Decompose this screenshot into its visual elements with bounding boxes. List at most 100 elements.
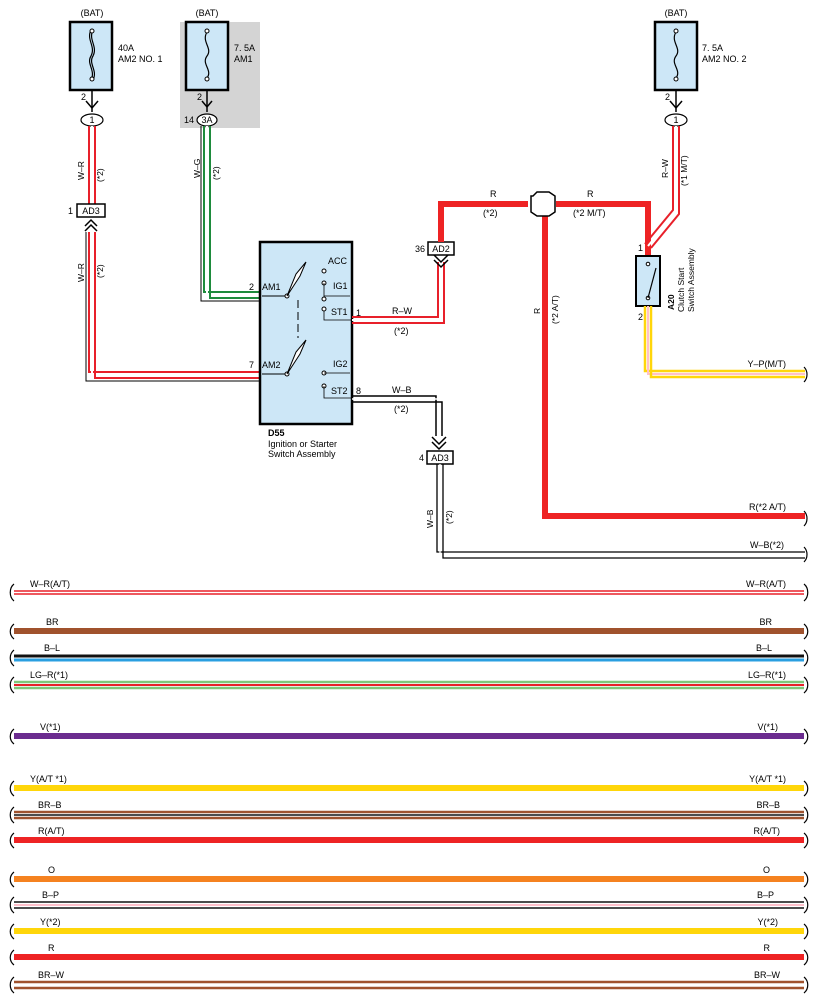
bus-bl-left: B–L: [44, 643, 60, 653]
d55-term-acc: ACC: [328, 256, 348, 266]
wire-r-right-label: R: [587, 189, 594, 199]
wire-yp: Y–P(M/T): [643, 306, 808, 383]
bus-o: O O: [14, 865, 804, 882]
bus-y2: Y(*2) Y(*2): [14, 917, 804, 934]
bus-r-at: R(A/T) R(A/T): [14, 826, 804, 843]
bus-y2-right: Y(*2): [757, 917, 778, 927]
bus-wr-at: W–R(A/T) W–R(A/T): [14, 579, 804, 595]
bus-r-right: R: [764, 943, 771, 953]
wire-wb-st2-label: W–B: [392, 385, 412, 395]
wire-r-2at-label: R(*2 A/T): [749, 502, 786, 512]
wire-wb-vert-note: (*2): [444, 510, 454, 524]
wire-rw-st1-note: (*2): [394, 326, 409, 336]
bus-brw-right: BR–W: [754, 970, 781, 980]
connector-ad3-top-id: AD3: [82, 206, 100, 216]
d55-term-ig1: IG1: [333, 281, 348, 291]
wire-rw-right-label: R–W: [660, 159, 670, 178]
bus-r-left: R: [48, 943, 55, 953]
fuse-am1-rating: 7. 5A: [234, 43, 255, 53]
fuse-am1-connector-pin: 14: [184, 115, 194, 125]
fuse-am2-no2-source: (BAT): [665, 8, 688, 18]
bus-wr-at-right: W–R(A/T): [746, 579, 786, 589]
fuse-am2-no1-source: (BAT): [81, 8, 104, 18]
bus-o-right: O: [763, 865, 770, 875]
d55-id: D55: [268, 428, 285, 438]
wire-wr-top: W–R (*2): [76, 126, 105, 204]
connector-ad2-pin: 36: [415, 244, 425, 254]
connector-ad3-bottom-pin: 4: [419, 453, 424, 463]
connector-3a: 3A: [201, 115, 212, 125]
bus-v: V(*1) V(*1): [14, 722, 804, 739]
wire-wb-vert: W–B (*2) W–B(*2): [425, 464, 808, 563]
connector-ad2-id: AD2: [432, 244, 450, 254]
bus-bl: B–L B–L: [14, 643, 804, 662]
wire-r-vert-label: R: [532, 308, 542, 314]
wire-r-main: R (*2) R (*2 M/T) R (*2 A/T) R(*2 A/T): [438, 189, 805, 519]
d55-term-st2: ST2: [331, 386, 348, 396]
wire-r-left-label: R: [490, 189, 497, 199]
wire-r-right-note: (*2 M/T): [573, 208, 606, 218]
fuse-am2-no2-rating: 7. 5A: [702, 43, 723, 53]
wire-wb-vert-label: W–B: [425, 509, 435, 528]
bus-o-left: O: [48, 865, 55, 875]
wire-wr-mid-note: (*2): [95, 264, 105, 278]
switch-d55: 2 AM1 7 AM2 ACC IG1 ST1 IG2 ST2 1 8 D55 …: [249, 240, 361, 459]
wire-wr-top-note: (*2): [95, 168, 105, 182]
wire-rw-right: R–W (*1 M/T): [644, 126, 689, 249]
d55-pin-st2: 8: [356, 386, 361, 396]
fuse-am1-pin: 2: [197, 92, 202, 102]
wire-wb-2-label: W–B(*2): [750, 540, 784, 550]
d55-name-1: Ignition or Starter: [268, 439, 337, 449]
bus-break-marks: [9, 583, 809, 994]
bus-brw-left: BR–W: [38, 970, 65, 980]
bus-v-right: V(*1): [757, 722, 778, 732]
d55-term-am1: AM1: [262, 282, 281, 292]
wire-wr-top-label: W–R: [76, 161, 86, 180]
wire-wg-note: (*2): [211, 166, 221, 180]
fuse-am2-no2: (BAT) 7. 5A AM2 NO. 2 2 1: [653, 8, 747, 127]
wire-rw-right-note: (*1 M/T): [679, 155, 689, 186]
wire-wr-mid-label: W–R: [76, 263, 86, 282]
fuse-am2-no1-pin: 2: [81, 92, 86, 102]
bus-br-left: BR: [46, 617, 59, 627]
fuse-am2-no2-pin: 2: [665, 92, 670, 102]
wire-rw-st1: R–W (*2): [352, 262, 445, 336]
d55-term-ig2: IG2: [333, 359, 348, 369]
bus-y2-left: Y(*2): [40, 917, 61, 927]
fuse-am2-no1-rating: 40A: [118, 43, 134, 53]
connector-ad2: 36 AD2: [415, 241, 455, 269]
a20-id: A20: [666, 294, 676, 310]
connector-1-left: 1: [89, 115, 94, 125]
connector-ad3-bottom-id: AD3: [431, 453, 449, 463]
fuse-am2-no1: (BAT) 40A AM2 NO. 1 2 1: [68, 8, 163, 127]
connector-ad3-bottom: 4 AD3: [419, 436, 454, 465]
wire-wg: W–G (*2): [192, 126, 260, 302]
bus-bp-right: B–P: [757, 890, 774, 900]
bus-brb-left: BR–B: [38, 800, 62, 810]
wire-wg-label: W–G: [192, 159, 202, 178]
bus-r-at-left: R(A/T): [38, 826, 65, 836]
bus-brb-right: BR–B: [756, 800, 780, 810]
bus-r-at-right: R(A/T): [754, 826, 781, 836]
bus-y-at: Y(A/T *1) Y(A/T *1): [14, 774, 804, 791]
bus-r: R R: [14, 943, 804, 960]
fuse-am1-name: AM1: [234, 54, 253, 64]
a20-pin-top: 1: [638, 243, 643, 253]
d55-pin-am2: 7: [249, 360, 254, 370]
bus-brb: BR–B BR–B: [14, 800, 804, 820]
connector-ad3-top-pin: 1: [68, 206, 73, 216]
d55-pin-st1: 1: [356, 308, 361, 318]
a20-name-1: Clutch Start: [676, 267, 686, 312]
bus-br: BR BR: [14, 617, 804, 634]
bus-bp: B–P B–P: [14, 890, 804, 909]
wire-wb-st2-note: (*2): [394, 404, 409, 414]
bus-br-right: BR: [759, 617, 772, 627]
bus-brw: BR–W BR–W: [14, 970, 804, 990]
wire-wr-mid: W–R (*2): [76, 232, 260, 382]
a20-pin-bottom: 2: [638, 312, 643, 322]
connector-1-right: 1: [673, 115, 678, 125]
fuse-am1-source: (BAT): [196, 8, 219, 18]
bus-bl-right: B–L: [756, 643, 772, 653]
wire-yp-label: Y–P(M/T): [747, 359, 786, 369]
